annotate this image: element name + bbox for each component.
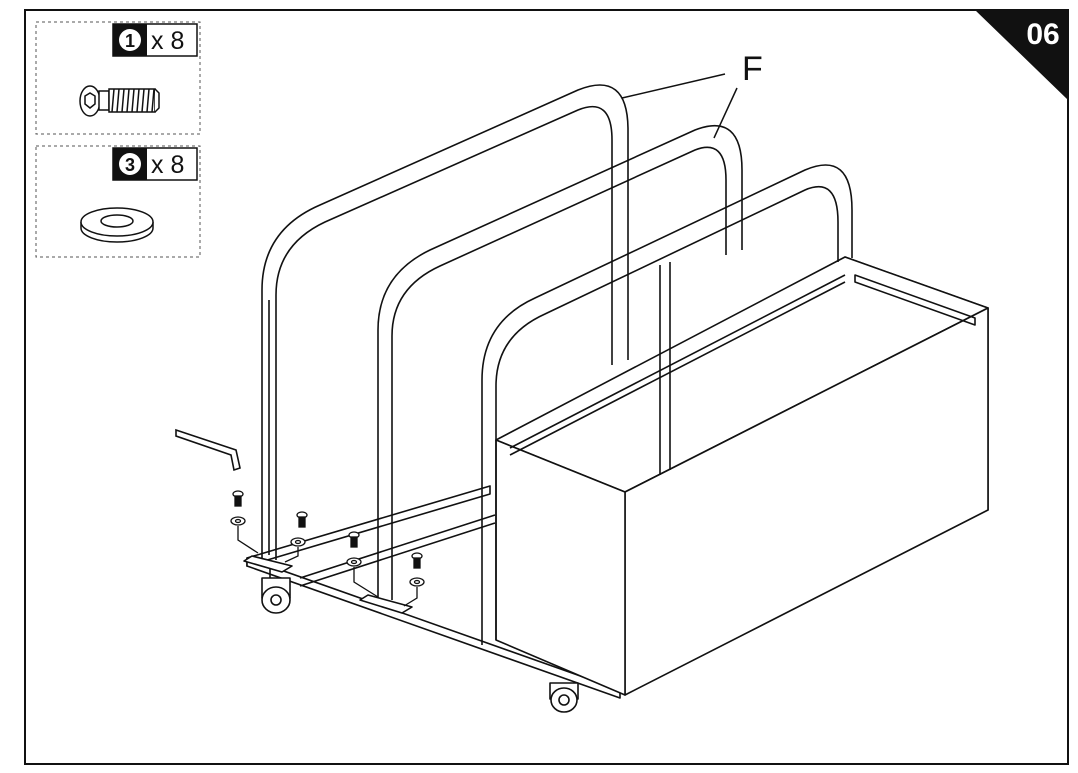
step-number: 06 <box>1026 18 1059 51</box>
hex-key-icon <box>175 428 241 472</box>
part-box-bolt: 1 x 8 <box>35 21 201 135</box>
fastener-bolt <box>403 552 425 607</box>
washer-icon <box>80 207 154 243</box>
frame-tube-back <box>261 84 629 560</box>
part-box-washer: 3 x 8 <box>35 145 201 258</box>
part-id-badge: 1 <box>125 31 135 51</box>
callout-label: F <box>742 50 763 88</box>
callout-f: F <box>621 50 763 139</box>
cart-assembly <box>243 84 989 713</box>
part-id-badge: 3 <box>125 155 135 175</box>
frame-tube-middle <box>377 125 743 600</box>
bin-box <box>495 256 989 696</box>
mounting-plates <box>243 555 413 614</box>
frame-tube-front <box>481 164 853 645</box>
fastener-bolt <box>346 531 379 598</box>
fasteners <box>230 490 425 607</box>
caster-left <box>261 577 291 614</box>
part-quantity: x 8 <box>151 151 184 179</box>
part-quantity: x 8 <box>151 27 184 55</box>
fastener-bolt <box>284 511 308 563</box>
caster-right <box>549 682 579 713</box>
step-number-corner: 06 <box>975 10 1068 100</box>
fastener-bolt <box>230 490 259 554</box>
bolt-icon <box>79 85 160 117</box>
